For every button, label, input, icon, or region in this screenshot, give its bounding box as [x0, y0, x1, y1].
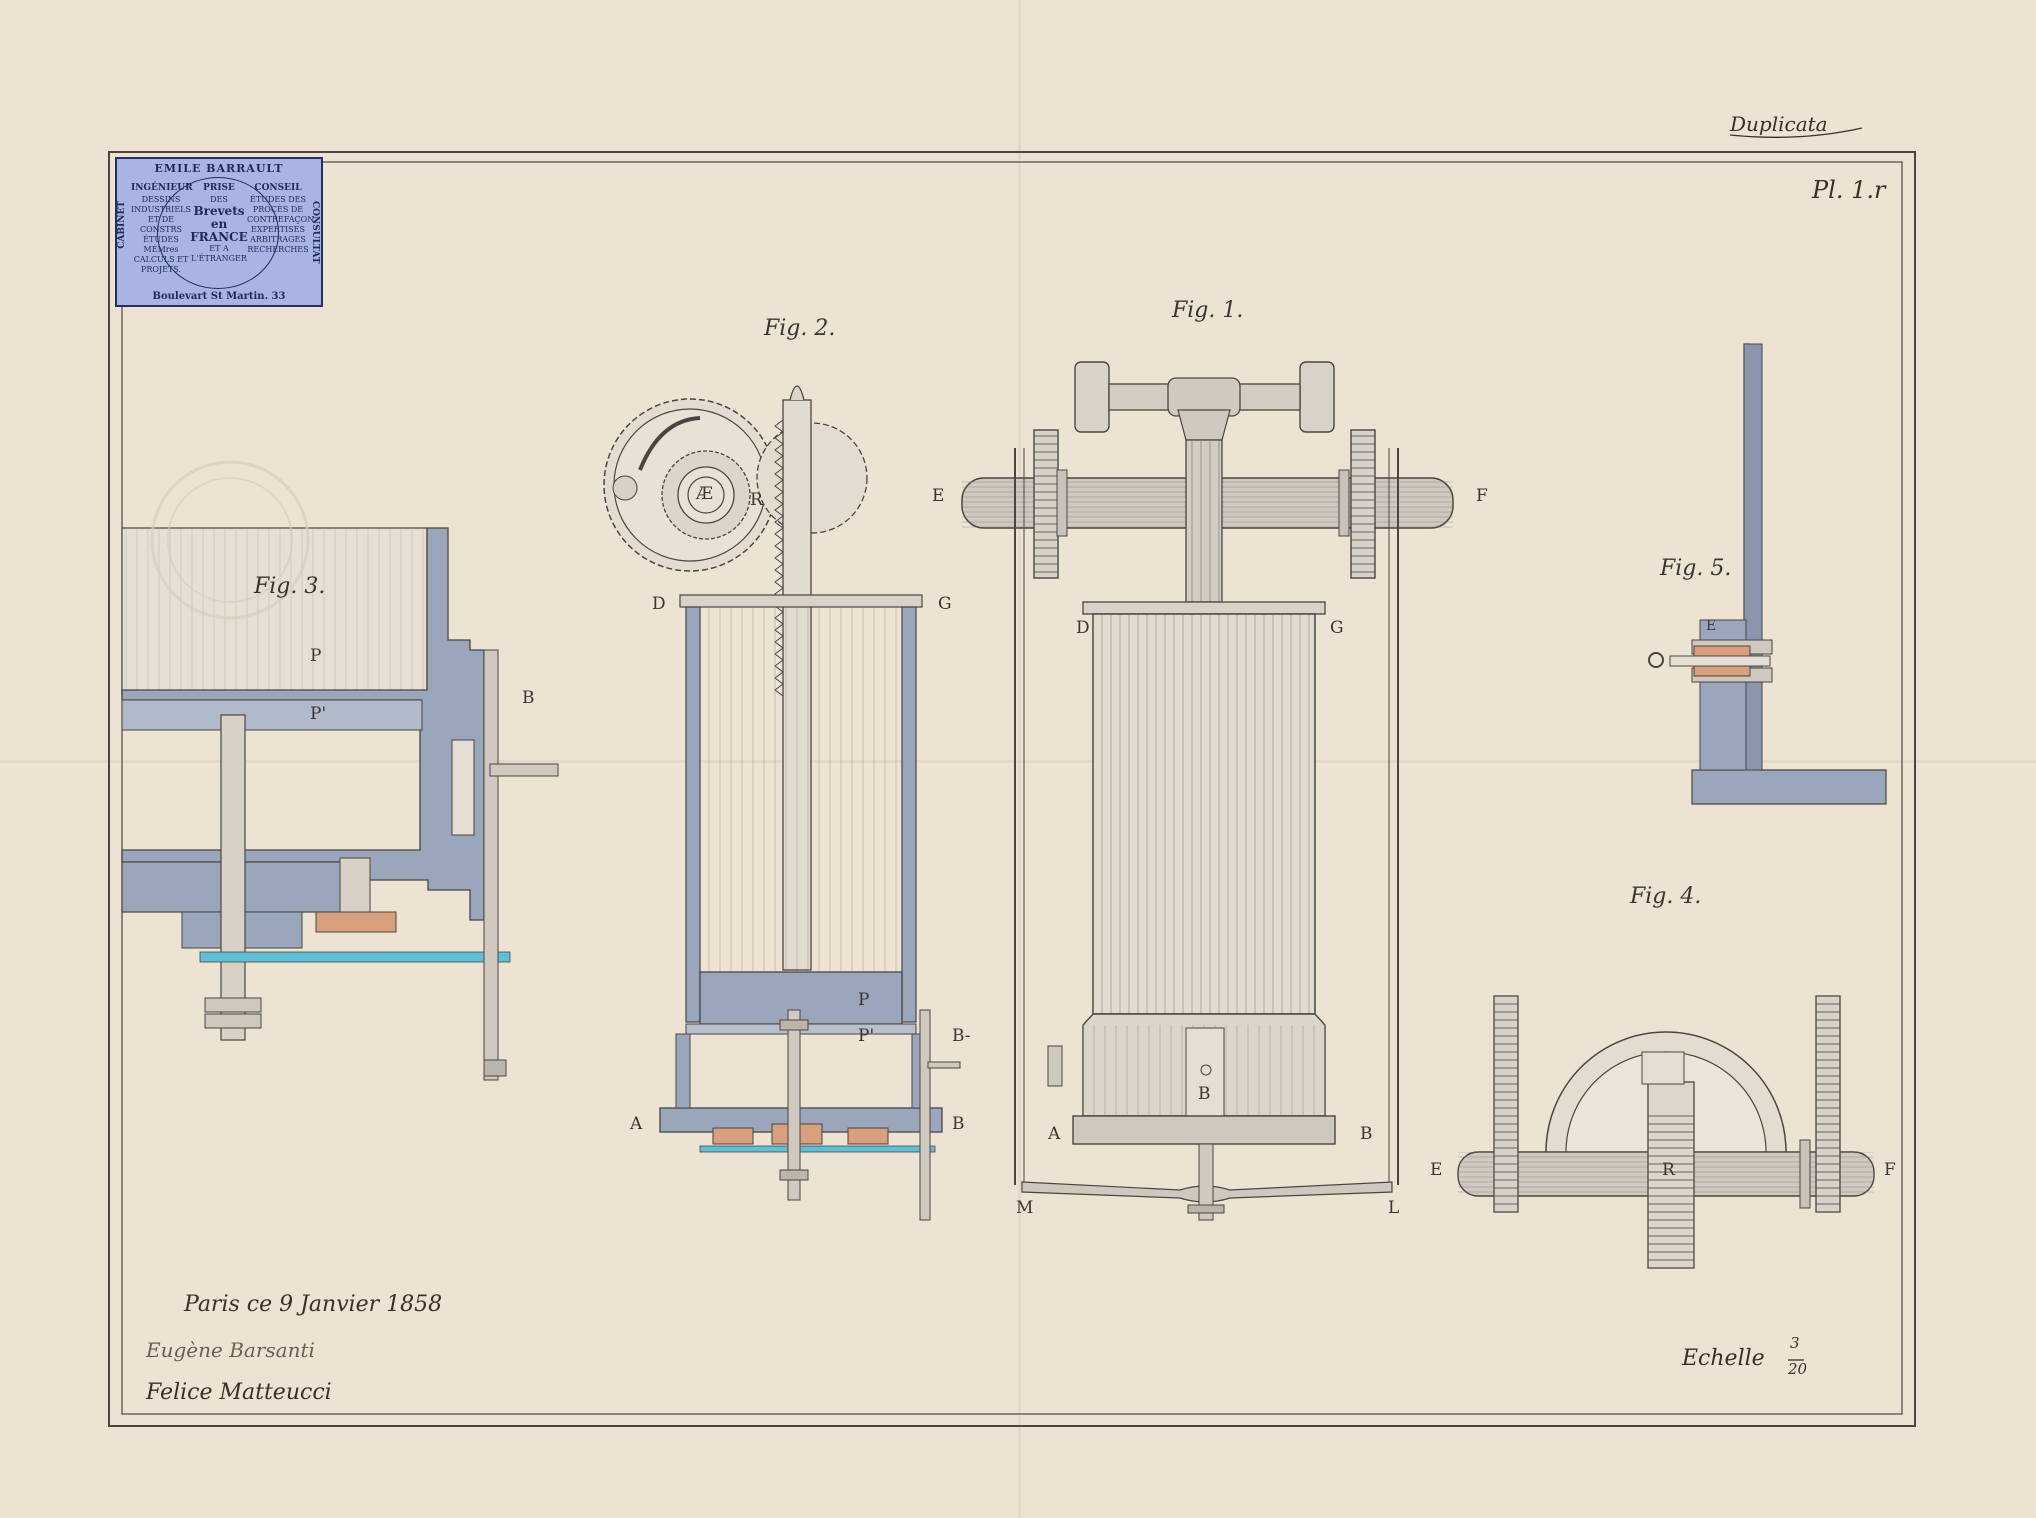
stamp-left-line: ÉTUDES MÉMres — [143, 235, 179, 254]
fig2-piston — [699, 971, 903, 1025]
stamp-middle-line: en FRANCE — [190, 217, 248, 244]
scale-denominator: 20 — [1788, 1360, 1808, 1378]
fig1-base — [1072, 1115, 1336, 1145]
fig2-label-p-prime: P' — [858, 1026, 875, 1046]
stamp-right-side: CONSULTAT — [310, 201, 320, 264]
paper-fold-horizontal — [0, 760, 2036, 763]
inner-border — [121, 161, 1903, 1415]
fig4-caption: Fig. 4. — [1630, 884, 1702, 909]
stamp-left-column: INGÉNIEUR DESSINS INDUSTRIELS ET DE CONS… — [131, 183, 193, 275]
fig2-cylinder-wall-right — [901, 606, 917, 1023]
stamp-right-line: CONTREFAÇON — [247, 215, 315, 224]
fig1-drawing — [961, 361, 1454, 1221]
fig1-label-g: G — [1330, 618, 1344, 638]
stamp-left-line: PROJETS. — [140, 265, 182, 274]
fig1-label-d: D — [1076, 618, 1090, 638]
fig1-label-a: A — [1048, 1124, 1061, 1144]
fig4-label-r: R — [1662, 1160, 1675, 1180]
fig3-valve-rod — [483, 649, 499, 1081]
stamp-right-line: RECHERCHES — [247, 245, 309, 254]
fig1-label-l: L — [1388, 1198, 1400, 1218]
fig2-label-d: D — [652, 594, 666, 614]
fig3-piston — [121, 699, 423, 731]
stamp-left-line: INDUSTRIELS — [131, 205, 191, 214]
fig1-label-b-base: B — [1198, 1084, 1211, 1104]
signature-matteucci: Felice Matteucci — [146, 1380, 332, 1405]
fig2-label-p: P — [858, 990, 870, 1010]
fig2-label-r: R — [750, 490, 763, 510]
fig3-label-b: B — [522, 688, 535, 708]
scale-label: Echelle — [1682, 1346, 1765, 1371]
fig1-label-m: M — [1016, 1198, 1034, 1218]
fig1-caption: Fig. 1. — [1172, 298, 1244, 323]
stamp-left-head: INGÉNIEUR — [131, 183, 193, 193]
fig3-caption: Fig. 3. — [254, 574, 326, 599]
fig4-label-f: F — [1884, 1160, 1896, 1180]
fig2-label-b: B — [952, 1114, 965, 1134]
fig2-drawing — [603, 385, 961, 1221]
signature-barsanti: Eugène Barsanti — [146, 1338, 315, 1362]
fig2-second-gear — [756, 422, 868, 534]
duplicate-note: Duplicata — [1730, 112, 1828, 136]
fig5-label-e: E — [1706, 618, 1717, 634]
fig2-label-a: A — [630, 1114, 643, 1134]
fig4-drawing — [1457, 995, 1875, 1269]
engineer-stamp: EMILE BARRAULT CABINET CONSULTAT INGÉNIE… — [115, 157, 323, 307]
stamp-middle-line: L'ÉTRANGER — [191, 254, 247, 263]
fig2-label-ae: Æ — [696, 484, 714, 504]
stamp-right-head: CONSEIL — [254, 183, 302, 193]
stamp-middle-line: ET A — [209, 244, 229, 253]
fig5-drawing — [1648, 343, 1887, 805]
embossed-seal — [150, 460, 310, 620]
stamp-left-line: ET DE CONSTRS — [140, 215, 182, 234]
plate-number: Pl. 1.r — [1812, 176, 1886, 204]
fig2-base — [659, 1107, 943, 1133]
fig2-label-b-upper: B- — [952, 1026, 971, 1046]
fig3-label-p: P — [310, 646, 322, 666]
fig1-label-f: F — [1476, 486, 1488, 506]
fig1-top-wheel-left — [1074, 361, 1110, 433]
fig2-cylinder-wall-left — [685, 606, 701, 1023]
fig3-drawing — [121, 527, 559, 1081]
stamp-middle-head: PRISE — [203, 183, 235, 193]
stamp-left-side: CABINET — [117, 201, 127, 249]
fig3-label-p-prime: P' — [310, 704, 327, 724]
fig2-label-g: G — [938, 594, 952, 614]
stamp-right-line: EXPERTISES — [251, 225, 305, 234]
stamp-right-line: ARBITRAGES — [250, 235, 306, 244]
fig2-caption: Fig. 2. — [764, 316, 836, 341]
outer-border — [108, 151, 1916, 1427]
place-date: Paris ce 9 Janvier 1858 — [184, 1292, 443, 1317]
stamp-right-line: ÉTUDES DES — [250, 195, 306, 204]
paper-fold-vertical — [1018, 0, 1021, 1518]
fig1-label-b: B — [1360, 1124, 1373, 1144]
fig3-piston-rod — [220, 714, 246, 1041]
fig1-top-wheel-right — [1299, 361, 1335, 433]
stamp-name: EMILE BARRAULT — [154, 162, 284, 175]
fig5-caption: Fig. 5. — [1660, 556, 1732, 581]
fig1-label-e: E — [932, 486, 945, 506]
stamp-right-column: CONSEIL ÉTUDES DES PROCÈS DE CONTREFAÇON… — [247, 183, 314, 255]
stamp-ring — [157, 177, 279, 289]
stamp-left-line: CALCULS ET — [133, 255, 189, 264]
scale-numerator: 3 — [1790, 1334, 1800, 1352]
stamp-middle-line: DES — [210, 195, 228, 204]
stamp-address: Boulevart St Martin. 33 — [152, 291, 286, 302]
stamp-left-line: DESSINS — [141, 195, 181, 204]
stamp-right-line: PROCÈS DE — [252, 205, 304, 214]
stamp-middle-column: PRISE DES Brevets en FRANCE ET A L'ÉTRAN… — [189, 183, 249, 264]
fig1-valve-box — [1185, 1027, 1225, 1117]
stamp-middle-line: Brevets — [193, 204, 245, 218]
fig4-label-e: E — [1430, 1160, 1443, 1180]
